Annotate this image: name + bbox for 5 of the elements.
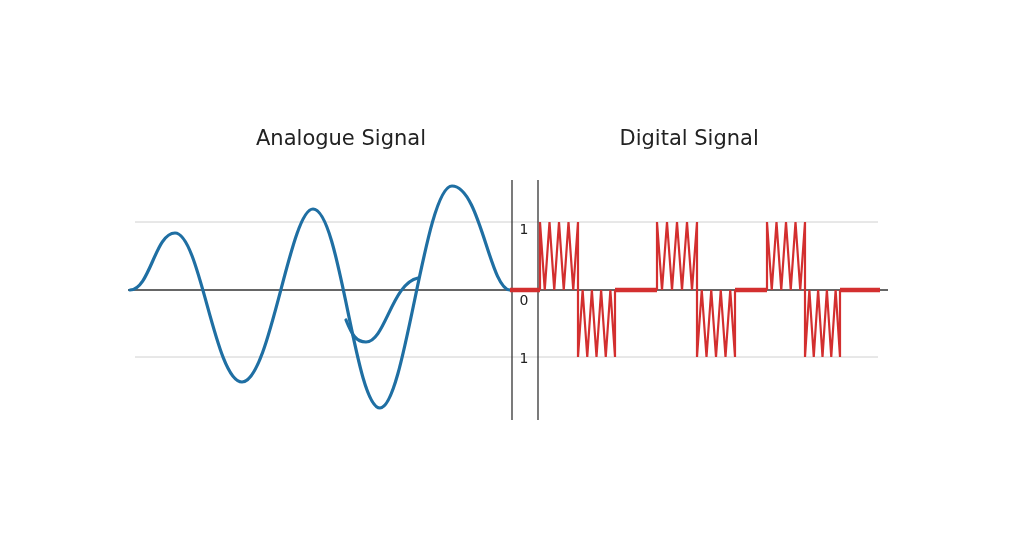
axis-tick-label: 1	[519, 221, 529, 237]
chart-heading: Digital Signal	[619, 126, 759, 150]
chart-heading: Analogue Signal	[256, 126, 426, 150]
axis-tick-label: 1	[519, 350, 529, 366]
axis-tick-label: 0	[519, 292, 529, 308]
